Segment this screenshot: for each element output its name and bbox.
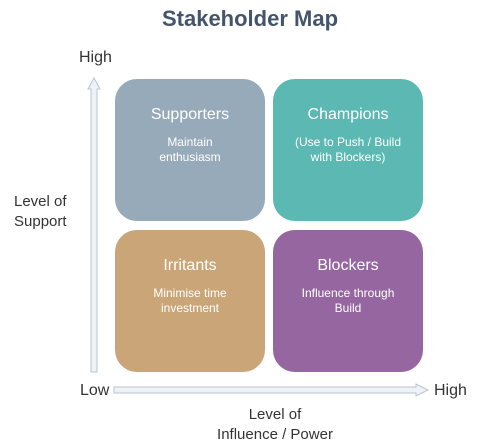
x-axis-low-label: Low xyxy=(80,382,110,399)
quadrant-title: Champions xyxy=(307,106,389,123)
y-axis-arrow xyxy=(87,76,101,373)
quadrant-description: Minimise time investment xyxy=(153,286,227,315)
quadrant-blockers: Blockers Influence through Build xyxy=(273,230,423,372)
quadrant-description: Influence through Build xyxy=(301,286,395,315)
quadrant-title: Blockers xyxy=(317,257,379,274)
y-axis-title: Level of Support xyxy=(14,193,67,230)
quadrant-title: Supporters xyxy=(150,106,230,123)
quadrant-description: Maintain enthusiasm xyxy=(159,135,221,164)
x-axis-high-label: High xyxy=(434,382,467,399)
quadrant-irritants: Irritants Minimise time investment xyxy=(115,230,265,372)
quadrant-title: Irritants xyxy=(163,257,217,274)
x-axis-arrow xyxy=(113,383,430,397)
quadrant-description: (Use to Push / Build with Blockers) xyxy=(294,135,402,164)
x-axis-title: Level of Influence / Power xyxy=(217,406,333,443)
quadrant-supporters: Supporters Maintain enthusiasm xyxy=(115,79,265,221)
y-axis-high-label: High xyxy=(79,49,112,66)
quadrant-champions: Champions (Use to Push / Build with Bloc… xyxy=(273,79,423,221)
diagram-title: Stakeholder Map xyxy=(161,6,339,31)
